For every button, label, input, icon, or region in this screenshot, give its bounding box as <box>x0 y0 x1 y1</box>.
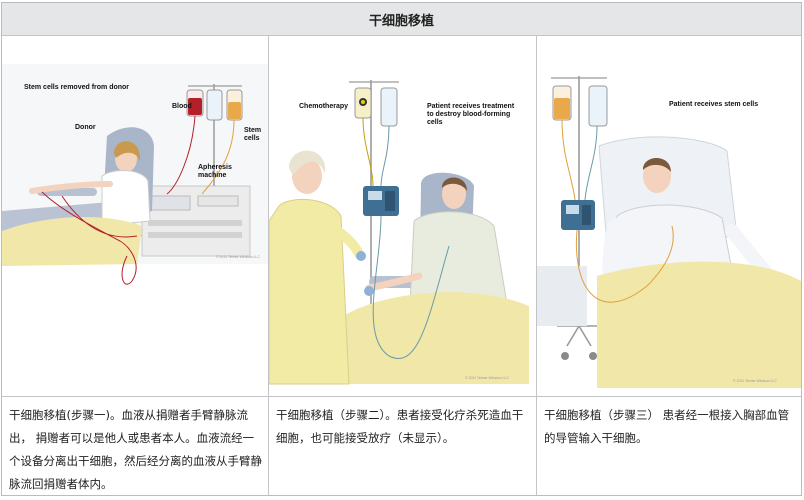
label-donor: Donor <box>75 124 96 131</box>
caption-step-1: 干细胞移植(步骤一)。血液从捐赠者手臂静脉流出， 捐赠者可以是他人或患者本人。血… <box>9 408 262 491</box>
infusion-pump <box>363 186 399 216</box>
step-2-illustration: Chemotherapy Patient receives treatment … <box>269 36 536 397</box>
panel-step-2: Chemotherapy Patient receives treatment … <box>269 36 537 495</box>
label-receives-treatment-2: to destroy blood-forming <box>427 111 510 118</box>
label-stem-line2: cells <box>244 135 260 142</box>
label-receives-treatment-3: cells <box>427 119 443 126</box>
copyright-1: © 2011 Terese Winslow LLC <box>216 255 260 259</box>
label-stem-cells-removed: Stem cells removed from donor <box>24 84 129 91</box>
saline-bag-3 <box>588 85 608 127</box>
label-apheresis-line1: Apheresis <box>198 164 232 171</box>
step-3-illustration: Patient receives stem cells © 2011 Teres… <box>537 36 801 397</box>
infusion-pump-3 <box>561 200 595 230</box>
caption-step-2: 干细胞移植（步骤二）。患者接受化疗杀死造血干细胞，也可能接受放疗（未显示）。 <box>276 408 524 445</box>
copyright-3: © 2011 Terese Winslow LLC <box>733 379 777 383</box>
nurse-figure <box>269 150 374 385</box>
saline-bag <box>206 89 223 121</box>
patient-figure-2 <box>329 177 529 384</box>
label-chemotherapy: Chemotherapy <box>299 103 348 110</box>
apheresis-machine <box>141 185 251 257</box>
blood-bag <box>186 89 204 117</box>
label-stem-line1: Stem <box>244 127 261 134</box>
label-apheresis-line2: machine <box>198 172 227 179</box>
donor-figure <box>2 141 151 266</box>
caption-step-3: 干细胞移植（步骤三） 患者经一根接入胸部血管的导管输入干细胞。 <box>544 408 790 445</box>
label-receives-treatment-1: Patient receives treatment <box>427 103 515 110</box>
panel-step-3: Patient receives stem cells © 2011 Teres… <box>537 36 801 495</box>
patient-figure-3 <box>597 157 801 388</box>
label-blood: Blood <box>172 103 192 110</box>
step-1-illustration: Stem cells removed from donor Donor Bloo… <box>2 36 268 397</box>
table-header: 干细胞移植 <box>2 3 801 36</box>
panel-step-1: Stem cells removed from donor Donor Bloo… <box>2 36 269 495</box>
stem-cell-bag <box>226 89 243 121</box>
saline-bag-2 <box>380 87 398 127</box>
label-receives-stem-cells: Patient receives stem cells <box>669 101 758 108</box>
stem-cell-bag-3 <box>552 85 572 121</box>
copyright-2: © 2011 Terese Winslow LLC <box>465 376 509 380</box>
chemo-bag <box>354 87 372 119</box>
